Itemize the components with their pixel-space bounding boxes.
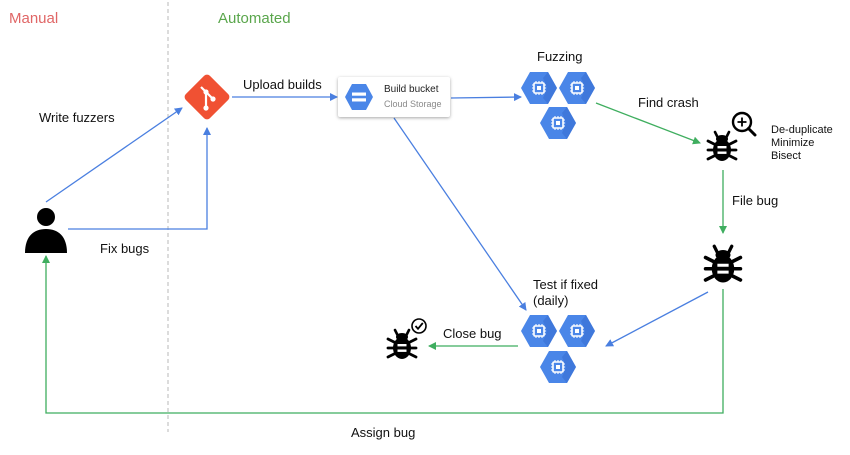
write-fuzzers-arrow — [45, 107, 183, 203]
bug-to-test-arrow — [605, 291, 709, 347]
bisect-label: Bisect — [771, 150, 801, 162]
find-crash-label: Find crash — [638, 95, 699, 110]
bug-check-icon — [386, 318, 427, 361]
person-icon — [25, 208, 67, 253]
find-crash-arrow — [595, 102, 701, 145]
upload-builds-label: Upload builds — [243, 77, 322, 92]
bug-icon — [703, 244, 743, 285]
daily-label: (daily) — [533, 293, 569, 308]
bucket-to-test-arrow — [393, 117, 527, 311]
fix-bugs-arrow — [68, 127, 211, 230]
cloud-storage-icon — [345, 84, 373, 110]
fuzzing-compute-icon — [559, 72, 595, 104]
dedup-label: De-duplicate — [771, 124, 833, 136]
fuzzing-label: Fuzzing — [537, 49, 583, 64]
assign-bug-label: Assign bug — [351, 425, 416, 440]
write-fuzzers-label: Write fuzzers — [39, 110, 115, 125]
test-compute-icon — [540, 351, 576, 383]
manual-header: Manual — [9, 10, 59, 27]
automated-header: Automated — [218, 10, 291, 27]
close-bug-label: Close bug — [443, 326, 502, 341]
bucket-to-fuzzing-arrow — [450, 93, 522, 102]
build-bucket-subtitle: Cloud Storage — [384, 99, 442, 109]
fix-bugs-label: Fix bugs — [100, 241, 150, 256]
build-bucket-title: Build bucket — [384, 84, 439, 95]
minimize-label: Minimize — [771, 137, 815, 149]
assign-bug-arrow — [42, 255, 724, 414]
git-icon — [184, 74, 230, 120]
fuzzing-compute-icon — [540, 107, 576, 139]
test-compute-icon — [559, 315, 595, 347]
test-if-fixed-label: Test if fixed — [533, 277, 599, 292]
bug-search-icon — [706, 111, 757, 163]
build-bucket-card: Build bucket Cloud Storage — [338, 77, 450, 117]
file-bug-label: File bug — [732, 193, 779, 208]
fuzzing-compute-icon — [521, 72, 557, 104]
test-compute-icon — [521, 315, 557, 347]
